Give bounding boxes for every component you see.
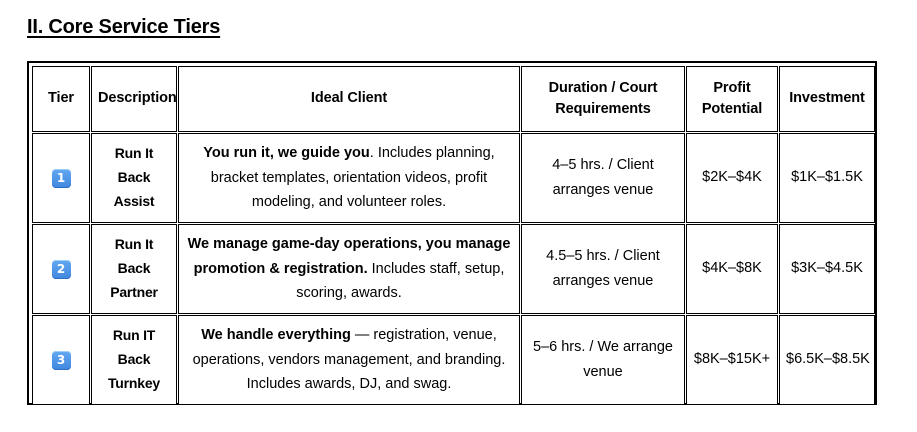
column-header-duration-line1: Duration / Court <box>548 79 658 96</box>
duration-cell: 5–6 hrs. / We arrange venue <box>521 315 685 405</box>
page-title: II. Core Service Tiers <box>27 16 221 38</box>
table-row: 3 Run IT Back Turnkey We handle everythi… <box>32 315 875 405</box>
column-header-duration-line2: Requirements <box>555 101 651 117</box>
description-cell: Run IT Back Turnkey <box>91 315 177 405</box>
investment-cell: $1K–$1.5K <box>779 133 875 223</box>
tier-badge-icon: 1 <box>51 168 71 188</box>
profit-potential-cell: $4K–$8K <box>686 224 778 314</box>
column-header-ideal-client: Ideal Client <box>178 66 520 132</box>
investment-cell: $6.5K–$8.5K <box>779 315 875 405</box>
profit-potential-cell: $8K–$15K+ <box>686 315 778 405</box>
core-service-tiers-table: Tier Description Ideal Client Duration /… <box>27 61 877 405</box>
column-header-description: Description <box>91 66 177 132</box>
ideal-client-cell: We manage game-day operations, you manag… <box>178 224 520 314</box>
table-row: 1 Run It Back Assist You run it, we guid… <box>32 133 875 223</box>
description-cell: Run It Back Assist <box>91 133 177 223</box>
ideal-client-rest: — registration, venue, operations, vendo… <box>192 326 506 393</box>
ideal-client-cell: We handle everything — registration, ven… <box>178 315 520 405</box>
tier-badge-icon: 2 <box>51 259 71 279</box>
tier-cell: 3 <box>32 315 90 405</box>
column-header-investment: Investment <box>779 66 875 132</box>
column-header-duration: Duration / Court Requirements <box>521 66 685 132</box>
table-row: 2 Run It Back Partner We manage game-day… <box>32 224 875 314</box>
investment-cell: $3K–$4.5K <box>779 224 875 314</box>
description-cell: Run It Back Partner <box>91 224 177 314</box>
ideal-client-lead: We manage game-day operations, you manag… <box>187 235 511 277</box>
column-header-profit-line2: Potential <box>701 101 763 117</box>
tier-badge-icon: 3 <box>51 350 71 370</box>
duration-cell: 4–5 hrs. / Client arranges venue <box>521 133 685 223</box>
column-header-profit-line1: Profit <box>713 79 751 96</box>
duration-cell: 4.5–5 hrs. / Client arranges venue <box>521 224 685 314</box>
ideal-client-rest: Includes staff, setup, scoring, awards. <box>296 260 505 302</box>
ideal-client-lead: We handle everything <box>201 326 351 343</box>
tier-cell: 1 <box>32 133 90 223</box>
column-header-profit-potential: Profit Potential <box>686 66 778 132</box>
ideal-client-lead: You run it, we guide you <box>203 144 370 161</box>
ideal-client-cell: You run it, we guide you. Includes plann… <box>178 133 520 223</box>
ideal-client-rest: . Includes planning, bracket templates, … <box>210 144 495 211</box>
profit-potential-cell: $2K–$4K <box>686 133 778 223</box>
tier-cell: 2 <box>32 224 90 314</box>
table-header-row: Tier Description Ideal Client Duration /… <box>32 66 875 132</box>
column-header-tier: Tier <box>32 66 90 132</box>
